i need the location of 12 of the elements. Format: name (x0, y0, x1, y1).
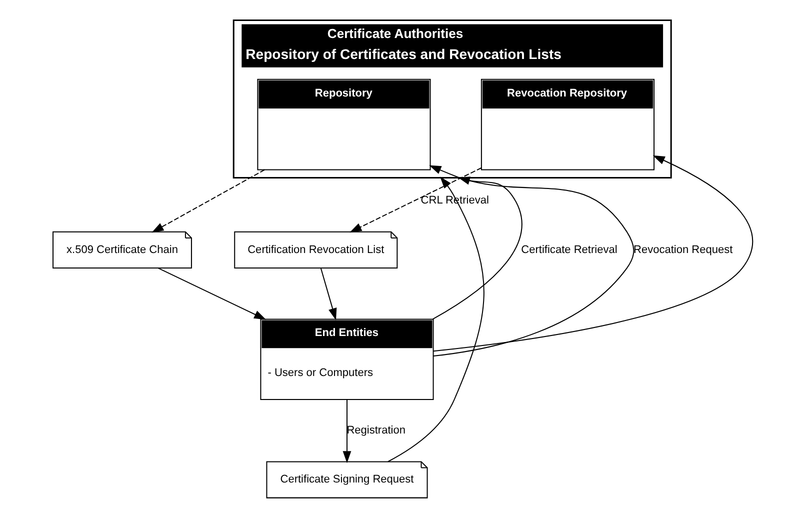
edge-label: Registration (346, 424, 405, 436)
arrow (151, 169, 264, 233)
arrow (387, 176, 484, 462)
arrow (432, 176, 634, 357)
edge-label: Certificate Retrieval (520, 244, 617, 256)
arrow (432, 155, 752, 352)
arrow (158, 268, 266, 320)
arrow (342, 400, 351, 464)
arrow (428, 165, 522, 320)
arrow (349, 167, 482, 232)
edge-label: Revocation Request (633, 244, 732, 256)
arrow (320, 268, 336, 320)
